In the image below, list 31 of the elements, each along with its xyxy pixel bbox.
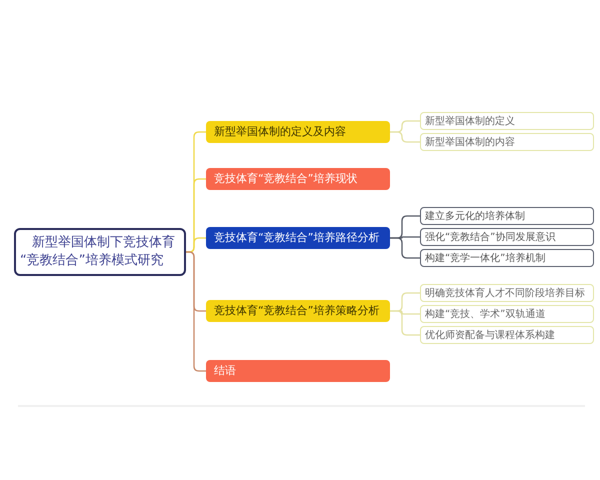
- subtopic-text: 明确竞技体育人才不同阶段培养目标: [425, 286, 585, 300]
- subtopic-text: 强化“竞教结合”协同发展意识: [425, 230, 556, 244]
- topic-text: 竞技体育“竞教结合”培养策略分析: [214, 302, 380, 319]
- subtopic-box: [420, 112, 594, 130]
- topic-text: 新型举国体制的定义及内容: [214, 124, 346, 140]
- subtopic-text: 构建“竞学一体化”培养机制: [425, 252, 546, 266]
- subtopic-text: 新型举国体制的内容: [425, 136, 515, 150]
- connector-line: [390, 131, 420, 143]
- topic-box: [206, 360, 390, 382]
- central-topic-text: 新型举国体制下竞技体育“竞教结合”培养模式研究: [20, 234, 176, 270]
- connector-line: [390, 310, 420, 336]
- topic-text: 竞技体育“竞教结合”培养路径分析: [214, 230, 380, 246]
- subtopic-box: [420, 228, 594, 246]
- topic-box: [206, 300, 390, 322]
- topic-box: [206, 168, 390, 190]
- central-topic-box: [14, 228, 186, 276]
- subtopic-text: 建立多元化的培养体制: [425, 210, 525, 224]
- subtopic-box: [420, 207, 594, 225]
- subtopic-text: 新型举国体制的定义: [425, 114, 515, 128]
- connector-line: [390, 237, 420, 259]
- subtopic-box: [420, 133, 594, 151]
- topic-box: [206, 121, 390, 143]
- subtopic-box: [420, 284, 594, 302]
- topic-text: 结语: [214, 362, 236, 379]
- subtopic-text: 构建“竞技、学术”双轨通道: [425, 308, 546, 322]
- subtopic-box: [420, 326, 594, 344]
- topic-text: 竞技体育“竞教结合”培养现状: [214, 170, 358, 187]
- subtopic-text: 优化师资配备与课程体系构建: [425, 328, 555, 342]
- subtopic-box: [420, 305, 594, 323]
- topic-box: [206, 227, 390, 249]
- subtopic-box: [420, 249, 594, 267]
